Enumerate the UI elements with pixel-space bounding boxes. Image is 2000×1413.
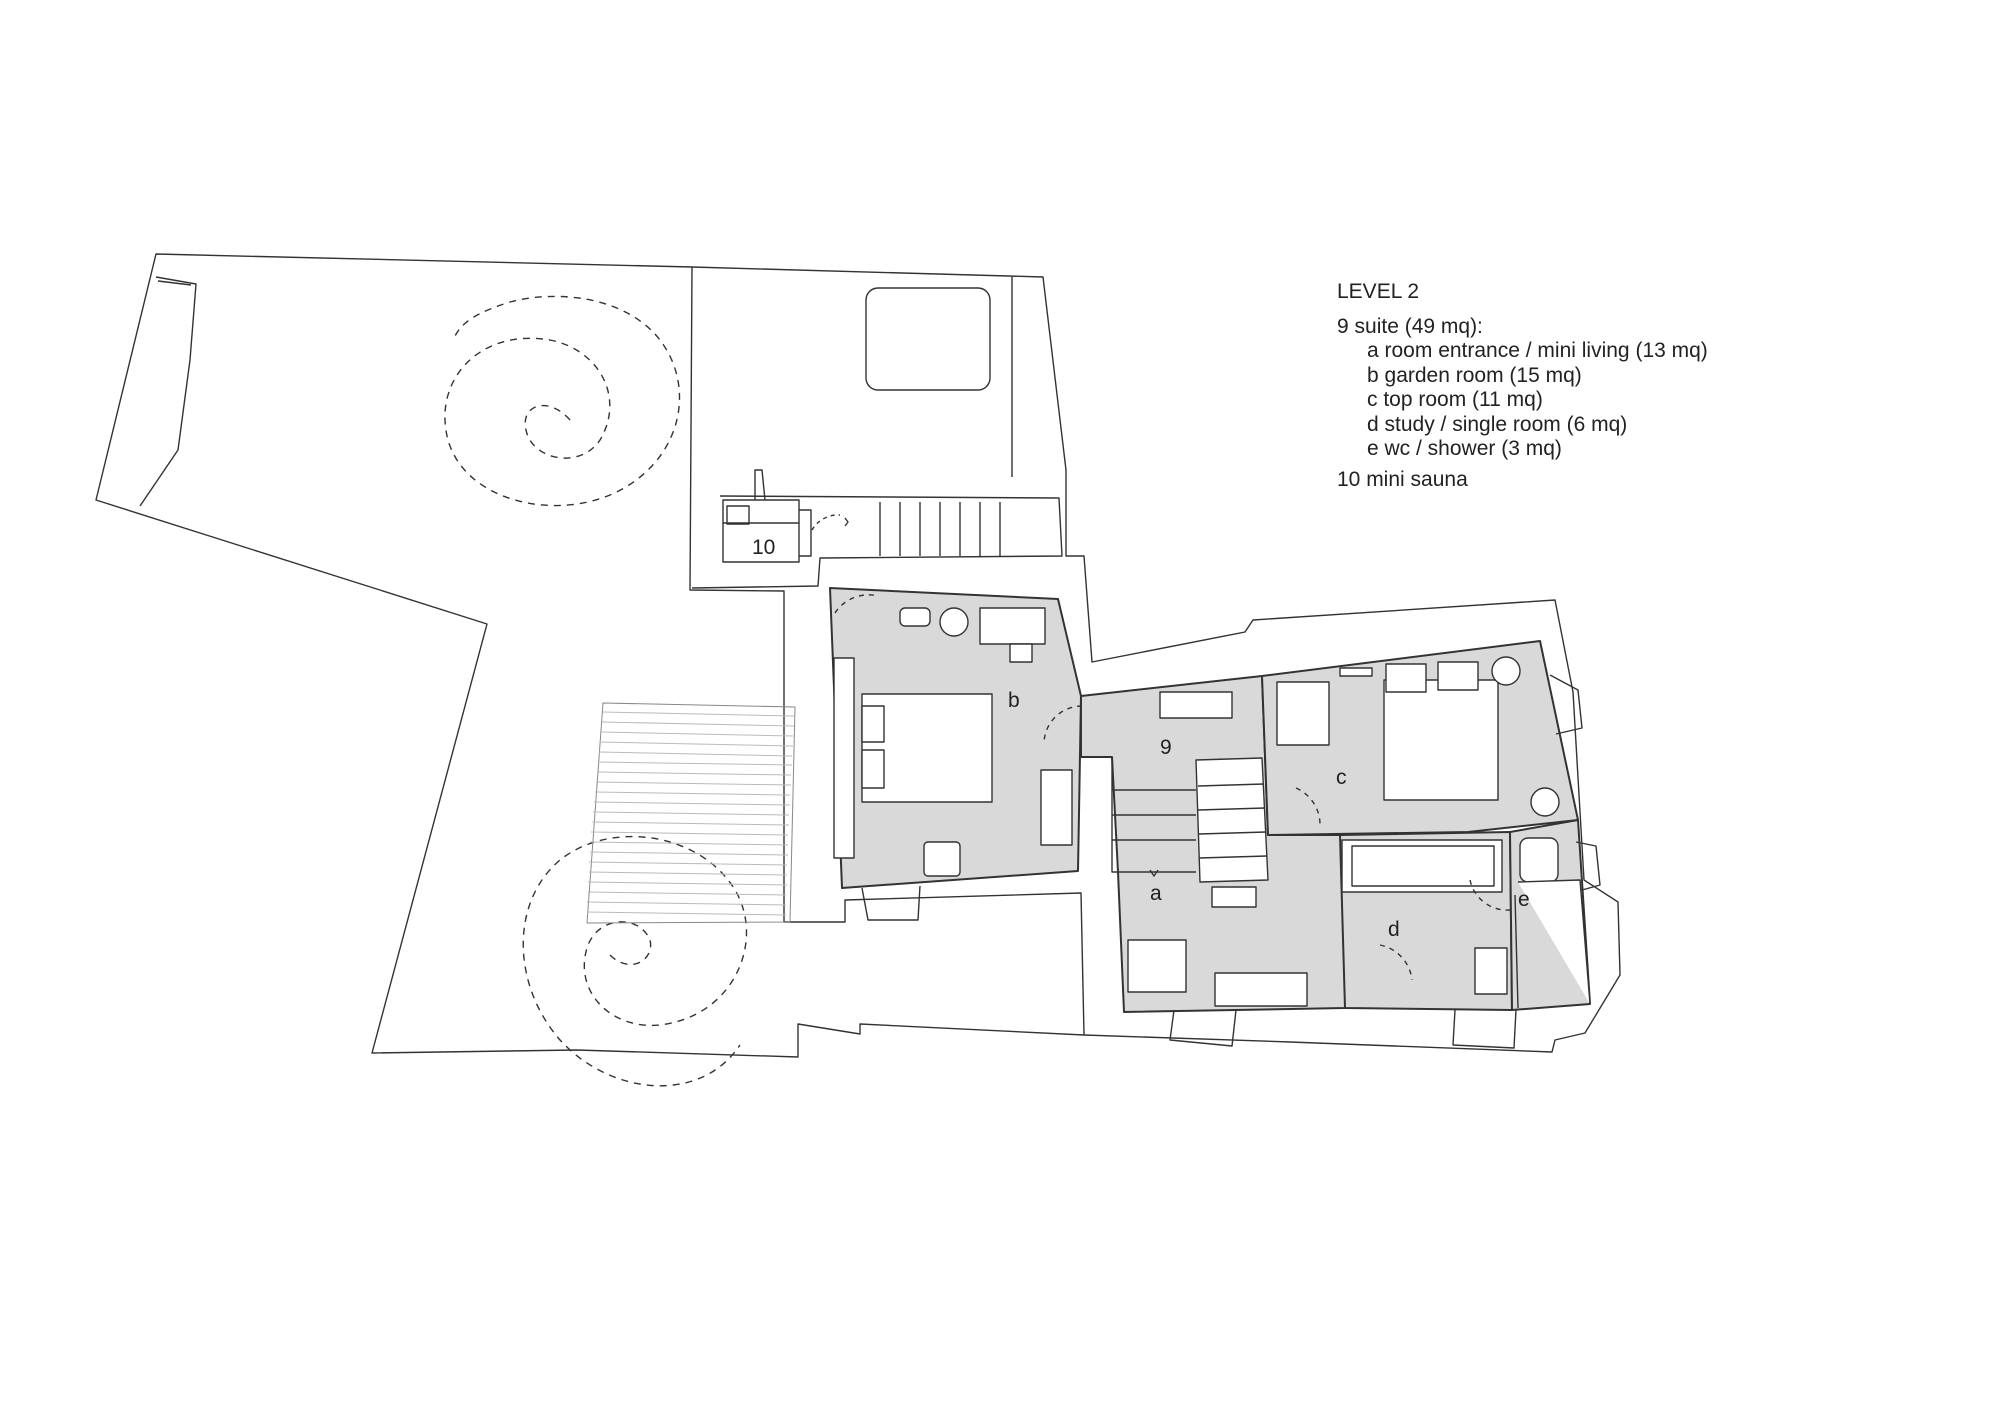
legend-room-d: d study / single room (6 mq) [1367, 412, 1628, 436]
upper-terrace [691, 266, 1621, 1053]
label-room-d: d [1388, 918, 1400, 941]
furniture [833, 607, 1591, 1009]
legend-suite: 9 suite (49 mq): [1337, 314, 1483, 338]
legend-room-e: e wc / shower (3 mq) [1367, 437, 1562, 460]
legend-room-b: b garden room (15 mq) [1367, 363, 1582, 387]
legend-room-a: a room entrance / mini living (13 mq) [1367, 339, 1708, 362]
label-sauna-10: 10 [752, 536, 775, 559]
label-room-b: b [1008, 689, 1020, 712]
label-room-e: e [1518, 888, 1530, 911]
legend-sauna: 10 mini sauna [1337, 467, 1468, 491]
plunge-pool [865, 287, 991, 391]
steps [879, 502, 1001, 556]
label-suite-9: 9 [1160, 736, 1172, 759]
legend: LEVEL 2 9 suite (49 mq): a room entrance… [1337, 280, 1708, 492]
spiral-path-lower [522, 835, 748, 1087]
window-bays [861, 674, 1601, 1049]
spiral-path-upper [444, 295, 681, 507]
sauna-block [691, 469, 1063, 589]
garden-outline [95, 253, 1085, 1058]
wooden-deck [586, 702, 796, 924]
legend-room-c: c top room (11 mq) [1367, 388, 1543, 411]
label-room-c: c [1336, 766, 1347, 789]
doors [834, 594, 1511, 981]
garden-bench [139, 276, 197, 507]
plan-labels: b 9 c a d e 10 [752, 536, 1530, 941]
stair [1111, 757, 1269, 883]
label-room-a: a [1150, 882, 1162, 905]
legend-title: LEVEL 2 [1337, 280, 1420, 303]
